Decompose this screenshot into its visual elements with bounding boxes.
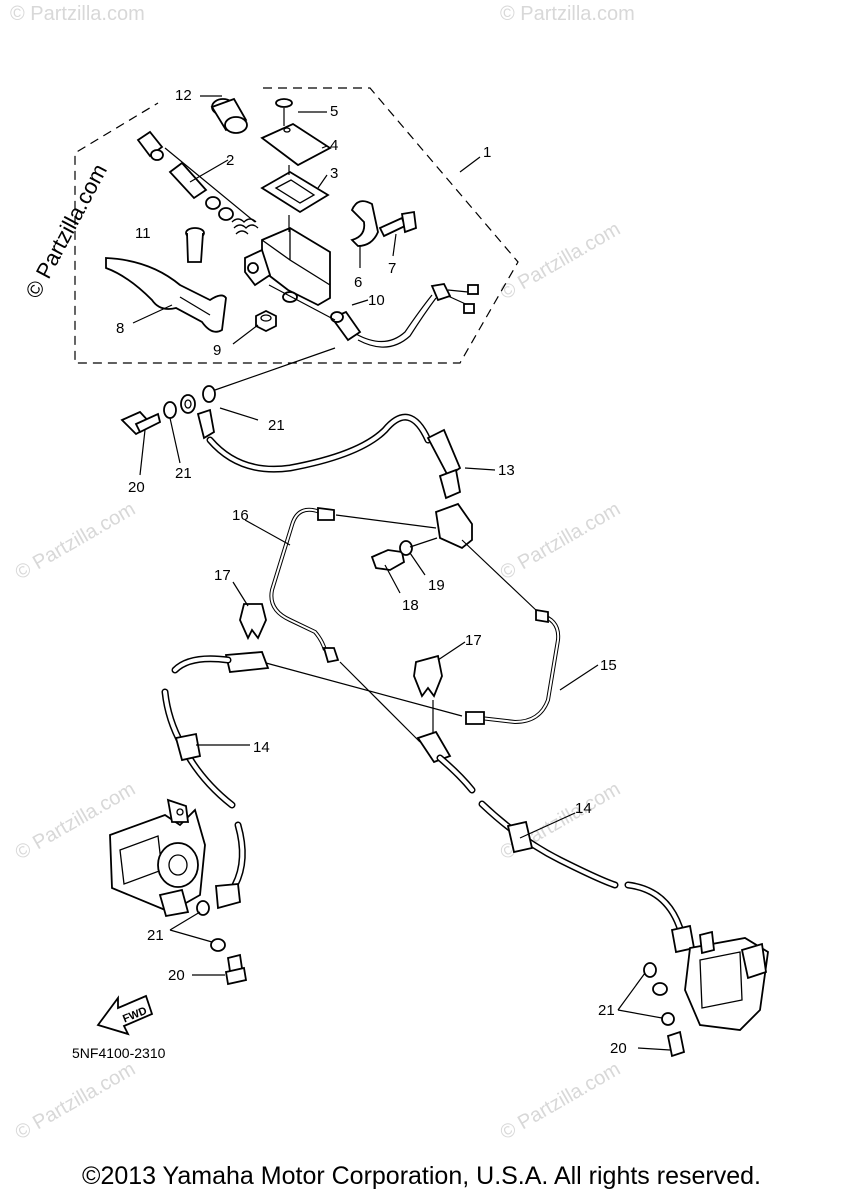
callout-13: 13 [498, 462, 515, 479]
part-6-clamp [350, 200, 379, 247]
callout-labels: 1 2 3 4 5 6 7 8 9 10 11 12 13 14 14 15 1… [72, 87, 627, 1061]
callout-9: 9 [213, 342, 221, 359]
callout-8: 8 [116, 320, 124, 337]
part-14-left-brake-hose [161, 651, 270, 910]
part-2-piston-kit [136, 130, 259, 235]
callout-21-left: 21 [147, 927, 164, 944]
part-10-brake-switch [330, 283, 479, 348]
callout-12: 12 [175, 87, 192, 104]
callout-21-right: 21 [598, 1002, 615, 1019]
callout-5: 5 [330, 103, 338, 120]
watermark-text: © Partzilla.com [500, 3, 635, 25]
part-14-right-brake-hose [416, 730, 696, 954]
part-16-brake-pipe [269, 506, 437, 743]
callout-3: 3 [330, 165, 338, 182]
part-18-19-bolt-washer [370, 537, 438, 571]
watermark-layer: © Partzilla.com © Partzilla.com © Partzi… [10, 3, 635, 1144]
callout-21-upper-left: 21 [175, 465, 192, 482]
part-13-brake-hose [206, 413, 473, 550]
part-5-screw [275, 98, 293, 126]
callout-1: 1 [483, 144, 491, 161]
callout-14-right: 14 [575, 800, 592, 817]
callout-18: 18 [402, 597, 419, 614]
callout-4: 4 [330, 137, 338, 154]
callout-20-left: 20 [168, 967, 185, 984]
watermark-text: © Partzilla.com [12, 1058, 140, 1144]
master-cylinder-group [105, 95, 479, 348]
callout-7: 7 [388, 260, 396, 277]
part-8-brake-lever [105, 257, 227, 333]
fwd-direction-arrow: FWD [96, 994, 154, 1036]
master-cylinder-body [244, 215, 331, 307]
callout-16: 16 [232, 507, 249, 524]
callout-leaders [132, 111, 671, 1051]
callout-2: 2 [226, 152, 234, 169]
callout-6: 6 [354, 274, 362, 291]
left-brake-caliper [109, 798, 248, 986]
callout-20-right: 20 [610, 1040, 627, 1057]
part-11-pivot-bolt [185, 227, 205, 263]
callout-21-upper: 21 [268, 417, 285, 434]
part-4-reservoir-cap [260, 122, 332, 167]
callout-20-upper: 20 [128, 479, 145, 496]
right-brake-caliper [617, 930, 769, 1058]
callout-17-left: 17 [214, 567, 231, 584]
part-15-brake-pipe [265, 539, 561, 725]
callout-19: 19 [428, 577, 445, 594]
watermark-text: © Partzilla.com [12, 498, 140, 584]
callout-17-right: 17 [465, 632, 482, 649]
watermark-text: © Partzilla.com [497, 218, 625, 304]
part-7-bolt [378, 210, 417, 238]
watermark-text: © Partzilla.com [10, 3, 145, 25]
part-17-clips [239, 603, 443, 740]
watermark-text: © Partzilla.com [497, 498, 625, 584]
callout-10: 10 [368, 292, 385, 309]
watermark-text: © Partzilla.com [497, 1058, 625, 1144]
part-9-nut [255, 309, 277, 333]
watermark-text-main: © Partzilla.com [20, 160, 112, 303]
diagram-reference-code: 5NF4100-2310 [72, 1045, 166, 1061]
part-12-boot [210, 97, 248, 134]
callout-15: 15 [600, 657, 617, 674]
callout-14-left: 14 [253, 739, 270, 756]
upper-banjo-fittings [120, 347, 336, 440]
copyright-notice: ©2013 Yamaha Motor Corporation, U.S.A. A… [82, 1162, 761, 1190]
master-cylinder-assembly-boundary [74, 87, 519, 364]
part-3-diaphragm [260, 165, 330, 214]
callout-11: 11 [135, 225, 151, 242]
